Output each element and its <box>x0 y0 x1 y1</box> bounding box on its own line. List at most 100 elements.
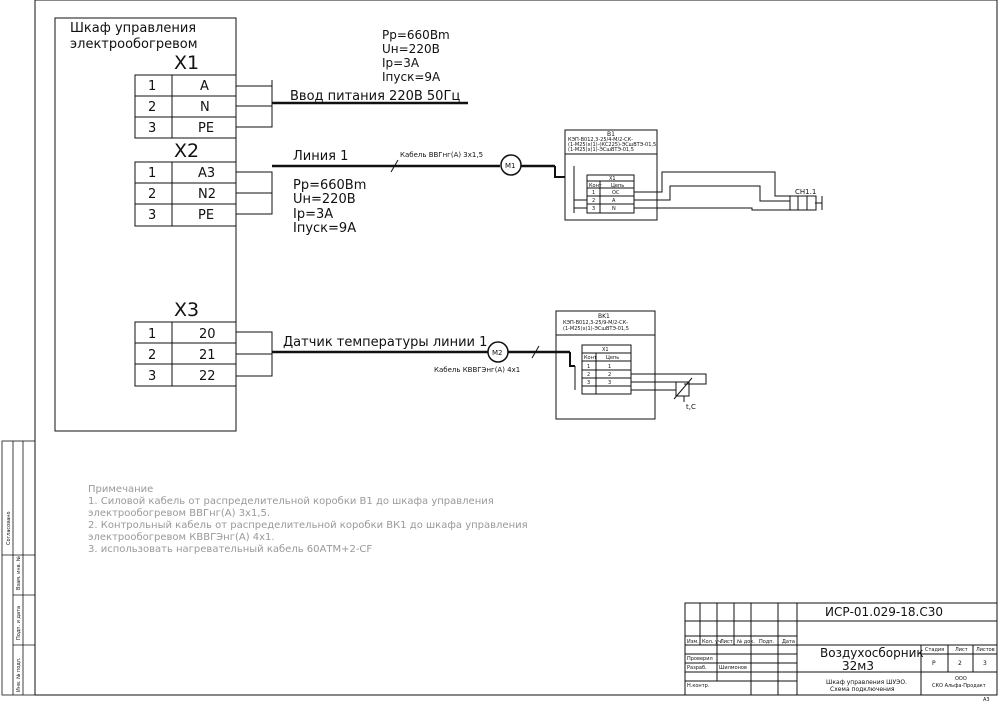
terminal-block-x3: X3 1 20 2 21 3 22 <box>134 299 237 387</box>
notes-line2: электрообогревом ВВГнг(А) 3х1,5. <box>88 508 270 519</box>
tb-h-kol: Кол. уч. <box>702 639 723 645</box>
tb-h-ndok: № док. <box>737 639 755 645</box>
side-stamp-sign-date: Подп. и дата <box>16 606 22 640</box>
tb-h-data: Дата <box>782 639 795 645</box>
heater-label: СН1.1 <box>795 188 816 196</box>
bk1-spec1: КЭП-В012,3-25/9-М/2-СК- <box>563 320 628 326</box>
terminal-block-x1-label: X1 <box>174 52 199 74</box>
line1-un: Uн=220B <box>293 192 356 207</box>
tb-developed: Разраб. <box>687 665 707 671</box>
tb-developer: Шилмонов <box>719 665 747 671</box>
tb-doc-line2: Схема подключения <box>830 686 895 693</box>
b1-title: B1 <box>607 131 615 138</box>
bk1-col1: Конт <box>584 355 597 361</box>
x1-row1-name: A <box>200 79 209 94</box>
side-stamp-inv-orig: Инв. № подл. <box>16 657 22 692</box>
tb-h-stage: Стадия <box>925 647 944 653</box>
b1-spec2: (1-М25)х(1)-(КС225)-ЭСшВТЭ-01,5 <box>568 142 656 148</box>
bk1-title: BK1 <box>598 313 610 320</box>
notes-line5: 3. использовать нагревательный кабель 60… <box>88 544 372 555</box>
bk1-r3-num: 3 <box>587 380 590 386</box>
power-ip: Ip=3A <box>382 56 420 70</box>
notes: Примечание 1. Силовой кабель от распреде… <box>88 484 528 555</box>
b1-r1-num: 1 <box>592 190 595 196</box>
notes-line4: электрообогревом КВВГЭнг(А) 4х1. <box>88 532 275 543</box>
junction-box-b1 <box>564 129 658 221</box>
x3-row1-name: 20 <box>199 327 216 342</box>
tb-h-podp: Подп. <box>759 639 775 645</box>
bk1-block: X1 <box>602 347 609 353</box>
tb-stage: Р <box>932 660 936 667</box>
b1-r3-name: N <box>612 206 616 212</box>
temp-sensor-label: t,C <box>686 403 696 411</box>
x1-row3-name: PE <box>198 121 214 136</box>
heating-cable-wiring <box>634 171 823 211</box>
bk1-spec2: (1-М25)х(1)-ЭСшВТЭ-01,5 <box>563 326 629 332</box>
side-stamp: Согласовано Взам. инв. № Подп. и дата Ин… <box>1 440 36 696</box>
terminal-block-x2: X2 1 A3 2 N2 3 PE <box>134 140 237 227</box>
bk1-r2-name: 2 <box>608 372 611 378</box>
cabinet-title-line2: электрообогревом <box>70 37 198 52</box>
b1-r3-num: 3 <box>592 206 595 212</box>
power-input-wiring <box>236 80 468 128</box>
title-block <box>684 602 998 696</box>
notes-heading: Примечание <box>88 484 153 495</box>
junction-box-bk1 <box>555 310 656 420</box>
x2-row1-num: 1 <box>148 166 156 181</box>
b1-spec3: (1-М25)х(1)-ЭСшВТЭ-01,5 <box>568 147 634 153</box>
tb-sheets: 3 <box>983 660 987 667</box>
side-stamp-agreed: Согласовано <box>6 511 12 545</box>
x1-row1-num: 1 <box>148 79 156 94</box>
sensor-label: Датчик температуры линии 1 <box>283 335 487 350</box>
power-ipusk: Iпуск=9A <box>382 70 441 84</box>
tb-format: А3 <box>983 697 990 703</box>
tb-company-line2: СКО Альфа-Продакт <box>932 683 986 689</box>
tb-doc-line1: Шкаф управления ШУЭО. <box>826 679 907 686</box>
terminal-block-x1: X1 1 A 2 N 3 PE <box>134 52 237 139</box>
x2-row2-num: 2 <box>148 187 156 202</box>
m1-label: M1 <box>505 162 516 170</box>
side-stamp-inv-replace: Взам. инв. № <box>16 555 22 590</box>
x1-row2-num: 2 <box>148 100 156 115</box>
tb-h-sheet: Лист <box>955 647 968 653</box>
cabinet-title-line1: Шкаф управления <box>70 21 196 36</box>
line1-ipusk: Iпуск=9A <box>293 221 356 236</box>
power-pp: Pp=660Bm <box>382 28 450 42</box>
sensor-cable-label: Кабель КВВГЭнг(А) 4х1 <box>434 366 520 374</box>
x2-row3-num: 3 <box>148 208 156 223</box>
bk1-r3-name: 3 <box>608 380 611 386</box>
tb-h-sheets: Листов <box>976 647 995 653</box>
bk1-col2: Цепь <box>606 355 619 361</box>
b1-block: X1 <box>609 176 616 182</box>
x2-row1-name: A3 <box>198 166 215 181</box>
b1-r2-name: А <box>612 198 616 204</box>
tb-object-line1: Воздухосборник <box>820 646 924 660</box>
x3-row1-num: 1 <box>148 327 156 342</box>
b1-r2-num: 2 <box>592 198 595 204</box>
tb-code: ИСР-01.029-18.С30 <box>825 605 943 619</box>
temp-sensor-wiring <box>631 373 707 396</box>
m2-marker <box>487 341 509 363</box>
line1-pp: Pp=660Bm <box>293 178 366 193</box>
x3-row2-name: 21 <box>199 348 216 363</box>
b1-col1: Конт <box>589 183 602 189</box>
x3-row2-num: 2 <box>148 348 156 363</box>
tb-h-list: Лист <box>720 639 733 645</box>
power-params: Pp=660Bm Uн=220B Ip=3A Iпуск=9A <box>382 28 450 84</box>
tb-company-line1: ООО <box>955 676 967 682</box>
line1-ip: Ip=3A <box>293 207 333 222</box>
tb-normcontrol: Н.контр. <box>687 683 710 689</box>
bk1-r1-num: 1 <box>587 364 590 370</box>
b1-col2: Цепь <box>611 183 624 189</box>
x3-row3-name: 22 <box>199 369 216 384</box>
line1-params: Pp=660Bm Uн=220B Ip=3A Iпуск=9A <box>293 178 366 236</box>
drawing-frame <box>34 0 998 696</box>
line1-label: Линия 1 <box>293 149 348 164</box>
heater-ch1-1 <box>789 195 817 211</box>
b1-spec1: КЭП-В012,3-25/4-М/2-СК- <box>568 137 633 143</box>
x2-row3-name: PE <box>198 208 214 223</box>
sensor-wiring <box>236 331 575 377</box>
power-un: Uн=220B <box>382 42 440 56</box>
power-input-label: Ввод питания 220В 50Гц <box>290 89 460 104</box>
